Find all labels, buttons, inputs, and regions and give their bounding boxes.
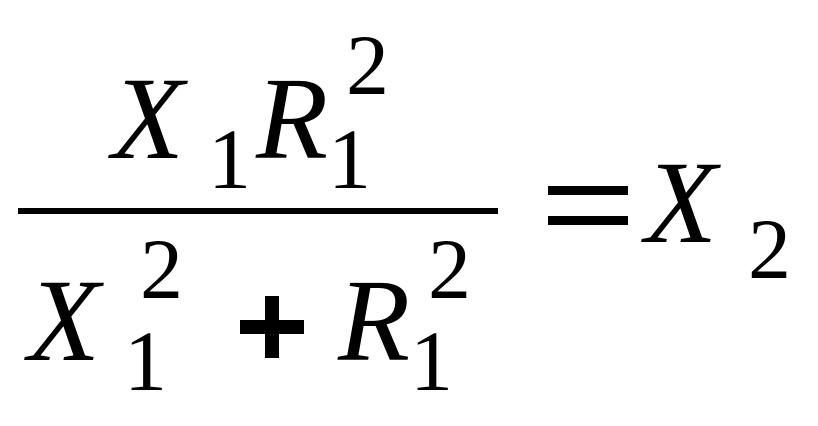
denominator-x-superscript: 2 [140, 221, 183, 317]
denominator-r-superscript: 2 [428, 221, 471, 317]
denominator-r-subscript: 1 [410, 313, 453, 409]
numerator-r-subscript: 1 [328, 111, 371, 207]
equals-sign [548, 180, 628, 228]
fraction-bar [18, 208, 498, 214]
numerator-x-subscript: 1 [208, 111, 251, 207]
numerator-r-base: R [256, 53, 329, 184]
denominator-r-base: R [338, 255, 411, 386]
numerator-x-base: X [112, 53, 185, 184]
rhs-x-base: X [645, 137, 718, 268]
plus-sign [240, 296, 304, 358]
numerator-r-superscript: 2 [346, 17, 389, 113]
denominator-x-subscript: 1 [124, 313, 167, 409]
denominator-x-base: X [28, 255, 101, 386]
rhs-x-subscript: 2 [748, 201, 791, 297]
